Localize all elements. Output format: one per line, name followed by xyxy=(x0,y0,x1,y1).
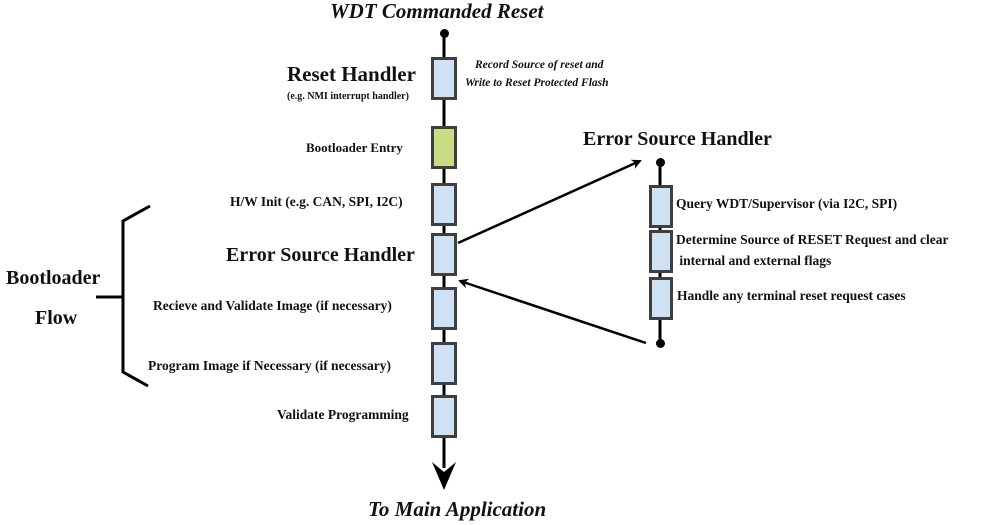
start-node xyxy=(440,29,449,38)
step-label-hw-init: H/W Init (e.g. CAN, SPI, I2C) xyxy=(230,194,403,209)
step-box-hw-init[interactable] xyxy=(431,183,457,226)
step-box-bootloader-entry[interactable] xyxy=(431,126,457,169)
sub-step-label-query-wdt: Query WDT/Supervisor (via I2C, SPI) xyxy=(676,196,898,211)
sub-step-box-handle-terminal[interactable] xyxy=(649,277,673,320)
bootloader-flow-bracket xyxy=(121,204,151,388)
main-flow-arrowhead xyxy=(432,462,456,490)
sub-step-label-determine-source-line2: internal and external flags xyxy=(676,253,832,268)
step-label-validate-programming: Validate Programming xyxy=(277,407,409,422)
sub-step-label-handle-terminal: Handle any terminal reset request cases xyxy=(677,288,906,303)
step-box-receive-validate-image[interactable] xyxy=(431,287,457,330)
step-sublabel-reset-handler: (e.g. NMI interrupt handler) xyxy=(287,91,409,102)
step-box-program-image[interactable] xyxy=(431,342,457,385)
sub-flow-title: Error Source Handler xyxy=(583,128,772,150)
step-label-reset-handler: Reset Handler xyxy=(287,62,416,86)
reset-handler-note-line1: Record Source of reset and xyxy=(475,59,604,71)
group-label-line1: Bootloader xyxy=(6,267,101,289)
start-label: WDT Commanded Reset xyxy=(330,0,544,23)
sub-step-label-determine-source-line1: Determine Source of RESET Request and cl… xyxy=(676,232,949,247)
sub-flow-start-node xyxy=(656,158,665,167)
arrow-to-sub-flow xyxy=(457,159,642,245)
step-label-error-source-handler: Error Source Handler xyxy=(226,244,415,266)
sub-step-box-query-wdt[interactable] xyxy=(649,185,673,228)
step-label-bootloader-entry: Bootloader Entry xyxy=(306,140,403,155)
step-box-error-source-handler[interactable] xyxy=(431,233,457,276)
reset-handler-note-line2: Write to Reset Protected Flash xyxy=(465,77,609,89)
step-label-receive-validate-image: Recieve and Validate Image (if necessary… xyxy=(153,298,392,313)
step-box-validate-programming[interactable] xyxy=(431,395,457,438)
step-label-program-image: Program Image if Necessary (if necessary… xyxy=(148,358,392,373)
sub-step-box-determine-source[interactable] xyxy=(649,230,673,273)
sub-flow-end-node xyxy=(656,339,665,348)
arrow-back-to-main-flow xyxy=(458,278,647,345)
step-box-reset-handler[interactable] xyxy=(431,57,457,100)
end-label: To Main Application xyxy=(368,497,547,521)
group-label-line2: Flow xyxy=(35,307,78,329)
